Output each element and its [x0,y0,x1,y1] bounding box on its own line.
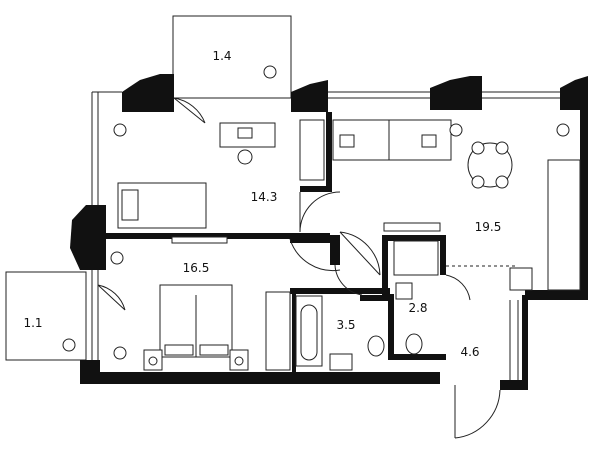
plant-icon [449,123,463,137]
door-bath [334,264,363,296]
room-area-bathroom: 3.5 [336,318,355,332]
wall [122,74,174,92]
wall [291,80,328,92]
plant-icon [113,346,127,360]
wall [560,88,588,110]
wall [80,372,440,384]
wall [86,205,106,270]
room-area-balcony-left: 1.1 [23,316,42,330]
wall [430,88,482,110]
door-entrance [454,385,501,439]
plant-icon [110,251,124,265]
bath-sink [329,353,353,371]
pillow [121,189,139,221]
lamp [234,356,244,366]
plant-icon [113,123,127,137]
room-area-kitchen-living: 19.5 [475,220,502,234]
dining-chair [471,175,485,189]
kitchen-counter [547,159,581,291]
bed-pillow [199,344,229,356]
wall [522,295,528,385]
radiator [171,236,228,244]
toilet [367,335,385,357]
door-wc [445,274,471,301]
wall [388,294,394,354]
room-area-wc: 2.8 [408,301,427,315]
wall [300,186,332,192]
door-master [289,238,341,272]
wall [382,235,388,295]
room-area-hallway: 4.6 [460,345,479,359]
wall [122,92,174,112]
wall [290,288,390,294]
wall [440,235,446,275]
bathtub-inner [300,304,318,361]
monitor [237,127,253,139]
room-area-master-bedroom: 16.5 [183,261,210,275]
sofa-cushion [421,134,437,148]
bed-pillow [164,344,194,356]
door-bedroom [299,191,341,233]
sink [509,267,533,291]
wall [80,360,100,384]
wall [290,233,330,243]
wall [360,295,390,301]
wardrobe-master [265,291,291,371]
lamp [148,356,158,366]
dining-chair [495,141,509,155]
wall [104,233,290,239]
door-balcony-top [173,97,206,124]
chair [237,149,253,165]
tv-unit [383,222,441,232]
wardrobe-bedroom [299,119,325,181]
room-area-bedroom: 14.3 [251,190,278,204]
wall [330,235,340,265]
wc-sink [395,282,413,300]
plant-icon [62,338,76,352]
wc-toilet [405,333,423,355]
wall [500,380,528,390]
wall [292,292,296,372]
wall [560,76,588,88]
wall [525,290,588,300]
balcony-top-outline [172,15,292,99]
sofa-cushion [339,134,355,148]
dining-chair [495,175,509,189]
balcony-left-outline [5,271,87,361]
wall [326,112,332,192]
wall [388,354,446,360]
wall [580,110,588,295]
wall [388,235,443,241]
plant-icon [263,65,277,79]
shower [393,240,439,276]
plant-icon [556,123,570,137]
room-area-balcony-top: 1.4 [212,49,231,63]
wall [291,92,328,112]
dining-chair [471,141,485,155]
wall [430,76,482,88]
wall [70,205,86,270]
door-living [339,231,381,276]
door-balcony-left [97,284,126,311]
